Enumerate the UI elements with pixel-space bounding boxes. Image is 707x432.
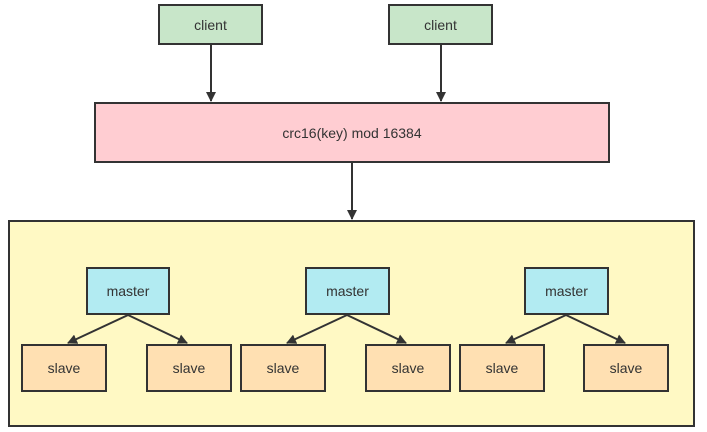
cluster-container <box>8 220 695 427</box>
slave-node-1a: slave <box>21 344 107 392</box>
slave-label: slave <box>609 360 643 376</box>
master-node-3: master <box>524 267 609 315</box>
master-label: master <box>545 283 588 299</box>
slave-label: slave <box>172 360 206 376</box>
master-node-1: master <box>86 267 170 315</box>
master-label: master <box>326 283 369 299</box>
client-node-2: client <box>388 4 493 45</box>
master-label: master <box>106 283 150 299</box>
slave-node-2a: slave <box>240 344 326 392</box>
master-node-2: master <box>305 267 390 315</box>
hash-slot-node: crc16(key) mod 16384 <box>94 102 610 163</box>
slave-node-3a: slave <box>459 344 545 392</box>
slave-node-2b: slave <box>365 344 451 392</box>
slave-node-1b: slave <box>146 344 232 392</box>
hash-slot-label: crc16(key) mod 16384 <box>282 124 422 141</box>
client-node-1: client <box>158 4 263 45</box>
slave-label: slave <box>266 360 300 376</box>
slave-label: slave <box>391 360 425 376</box>
client-label: client <box>424 16 457 33</box>
client-label: client <box>194 16 227 33</box>
slave-label: slave <box>47 360 81 376</box>
slave-label: slave <box>485 360 519 376</box>
slave-node-3b: slave <box>583 344 669 392</box>
